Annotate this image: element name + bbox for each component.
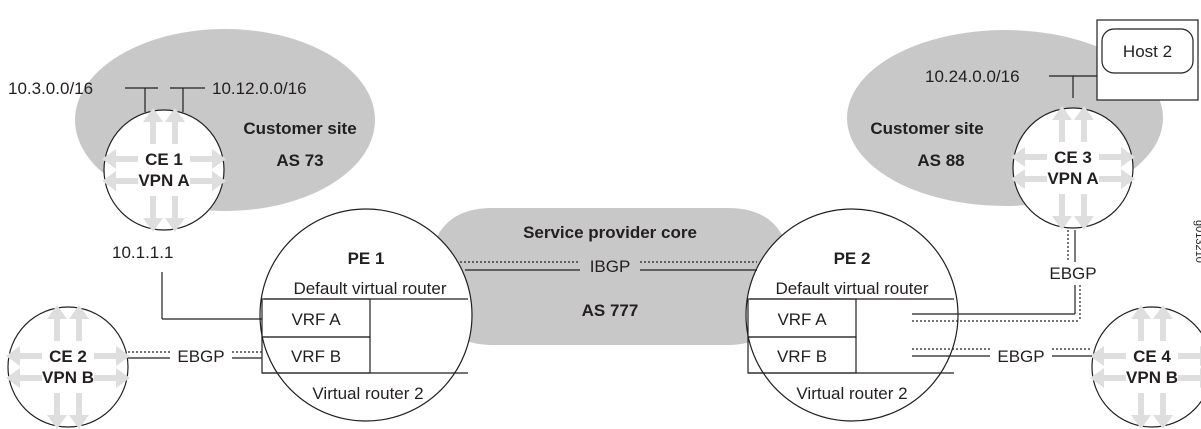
pe1-vr2: Virtual router 2 [312, 384, 423, 403]
core-label: Service provider core [523, 223, 697, 242]
ce4-vpn: VPN B [1126, 368, 1178, 387]
pe1-name: PE 1 [348, 249, 385, 268]
ce4-name: CE 4 [1133, 347, 1171, 366]
ce2-router: CE 2 VPN B [6, 305, 130, 429]
pe2-ce3-ebgp-link [912, 230, 1081, 322]
customer-site-right-as: AS 88 [917, 151, 964, 170]
pe1-vrf-b: VRF B [291, 347, 341, 366]
customer-site-left-as: AS 73 [276, 151, 323, 170]
pe1-vrf-a: VRF A [291, 310, 341, 329]
subnet-10-12: 10.12.0.0/16 [212, 79, 307, 98]
ce4-ebgp-label: EBGP [997, 347, 1044, 366]
ce2-pe1-ebgp-link [128, 351, 262, 359]
ce3-vpn: VPN A [1047, 169, 1098, 188]
ibgp-label: IBGP [590, 257, 631, 276]
ce1-pe1-link [161, 272, 262, 320]
ce2-vpn: VPN B [42, 368, 94, 387]
ce4-router: CE 4 VPN B [1090, 305, 1201, 429]
ce3-router: CE 3 VPN A [1011, 106, 1135, 230]
subnet-10-24: 10.24.0.0/16 [925, 67, 1020, 86]
pe2-vrf-b: VRF B [777, 347, 827, 366]
ce1-subnet-links [125, 87, 205, 112]
pe2-vr2: Virtual router 2 [796, 384, 907, 403]
ce3-name: CE 3 [1054, 148, 1092, 167]
ibgp-link [460, 261, 757, 271]
ce3-ebgp-label: EBGP [1049, 264, 1096, 283]
figure-id: g013210 [1193, 220, 1201, 263]
host-2-label: Host 2 [1123, 42, 1172, 61]
subnet-10-3: 10.3.0.0/16 [8, 79, 93, 98]
pe2-router: PE 2 Default virtual router VRF A VRF B … [745, 208, 959, 422]
ce2-name: CE 2 [49, 347, 87, 366]
core-as: AS 777 [582, 301, 639, 320]
pe2-ce4-ebgp-link [912, 348, 1092, 357]
ce1-router: CE 1 VPN A [102, 108, 226, 232]
ce1-address: 10.1.1.1 [112, 243, 173, 262]
ce3-subnet-links [1049, 75, 1097, 98]
host-2: Host 2 [1096, 19, 1199, 101]
pe2-name: PE 2 [834, 249, 871, 268]
pe2-vrf-a: VRF A [777, 310, 827, 329]
service-provider-core-cloud [430, 208, 790, 345]
ce1-name: CE 1 [145, 150, 183, 169]
customer-site-left-label: Customer site [243, 119, 356, 138]
pe1-default-vr: Default virtual router [293, 279, 446, 298]
ce1-vpn: VPN A [138, 171, 189, 190]
pe1-router: PE 1 Default virtual router VRF A VRF B … [259, 208, 473, 422]
ce2-ebgp-label: EBGP [177, 347, 224, 366]
pe2-default-vr: Default virtual router [775, 279, 928, 298]
customer-site-right-label: Customer site [870, 119, 983, 138]
